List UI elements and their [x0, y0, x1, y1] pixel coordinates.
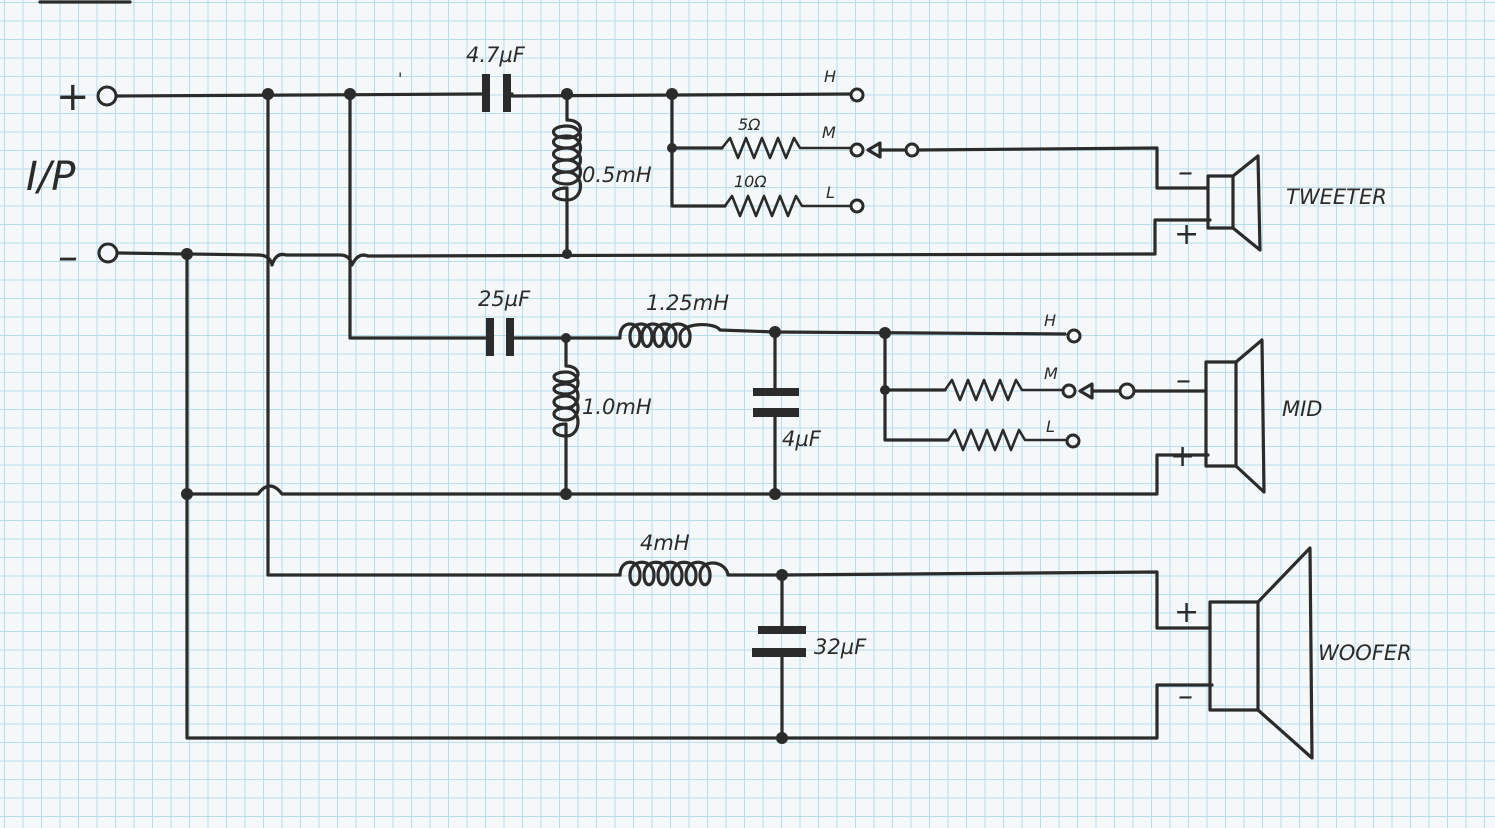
- tweeter-neg-lead: [916, 146, 1210, 190]
- woofer-series-inductor: [618, 560, 1212, 630]
- mid-plus-sign: +: [1170, 439, 1195, 474]
- mid-minus-sign: –: [1176, 363, 1191, 398]
- tweeter-atten-bus: [670, 92, 727, 208]
- woofer-inductor-label: 4mH: [640, 531, 690, 555]
- tweeter-minus-sign: –: [1178, 155, 1193, 190]
- tweeter-res-10ohm: [723, 194, 854, 218]
- mid-shunt-cap-plate-bottom: [753, 408, 799, 417]
- tweeter-capacitor: [478, 74, 514, 112]
- tweeter-label: TWEETER: [1286, 185, 1387, 209]
- tweeter-inductor-label: 0.5mH: [582, 163, 652, 187]
- plus-rail: [115, 92, 482, 98]
- mid-shunt-cap-label: 4µF: [782, 427, 822, 451]
- mid-ground-rail: [185, 453, 1210, 496]
- mid-m-label: M: [1044, 364, 1058, 383]
- mid-cap-label: 25µF: [478, 287, 531, 311]
- tweeter-selector-arrow: [866, 141, 882, 159]
- input-minus-sign: –: [58, 234, 78, 280]
- input-minus-terminal: [97, 242, 119, 264]
- ground-return: [185, 252, 1214, 740]
- woofer-speaker: [1208, 546, 1314, 760]
- tweeter-shunt-inductor: [551, 92, 583, 256]
- mid-h-label: H: [1044, 311, 1056, 330]
- tweeter-res-l-label: 10Ω: [734, 172, 767, 191]
- mid-shunt-inductor: [552, 336, 580, 496]
- input-plus-terminal: [96, 85, 118, 107]
- woofer-cap-plate-top: [758, 626, 806, 634]
- mid-series-capacitor: [480, 318, 622, 356]
- mid-tap-h: [1066, 328, 1082, 344]
- tweeter-h-label: H: [824, 67, 836, 86]
- mid-selector-arrow: [1078, 382, 1094, 400]
- woofer-cap-label: 32µF: [814, 635, 867, 659]
- mid-label: MID: [1282, 397, 1322, 421]
- tweeter-tap-l: [849, 198, 865, 214]
- woofer-cap-plate-bottom: [752, 648, 806, 657]
- tweeter-tap-h: [849, 87, 865, 103]
- mid-tap-l: [1065, 433, 1081, 449]
- woofer-plus-sign: +: [1174, 595, 1199, 630]
- mid-feed: [348, 92, 484, 340]
- mid-res-l: [946, 428, 1068, 452]
- tweeter-speaker: [1206, 154, 1262, 252]
- mid-series-inductor: [618, 322, 777, 349]
- mid-res-m: [943, 378, 1064, 402]
- tick-mark: ': [398, 69, 402, 88]
- mid-speaker: [1204, 338, 1266, 494]
- mid-l-label: L: [1046, 417, 1055, 436]
- minus-rail: [116, 218, 1212, 267]
- mid-selector-terminal: [1118, 382, 1136, 400]
- mid-shunt-inductor-label: 1.0mH: [582, 395, 652, 419]
- woofer-minus-sign: –: [1178, 679, 1193, 714]
- tweeter-res-m-label: 5Ω: [738, 115, 761, 134]
- mid-shunt-cap-plate-top: [753, 388, 799, 396]
- tweeter-l-label: L: [826, 183, 835, 202]
- woofer-label: WOOFER: [1318, 641, 1412, 665]
- mid-hot-rail: [773, 330, 1067, 336]
- mid-series-inductor-label: 1.25mH: [646, 291, 729, 315]
- mid-atten-bus: [883, 331, 950, 442]
- tweeter-plus-sign: +: [1174, 217, 1199, 252]
- mid-tap-m: [1061, 383, 1077, 399]
- tweeter-selector-terminal: [904, 142, 920, 158]
- tweeter-m-label: M: [822, 123, 836, 142]
- tweeter-tap-m: [849, 142, 865, 158]
- tweeter-res-5ohm: [720, 136, 854, 160]
- woofer-feed: [266, 92, 622, 577]
- input-plus-sign: +: [56, 74, 90, 120]
- input-label: I/P: [26, 154, 76, 200]
- tweeter-cap-label: 4.7µF: [466, 43, 526, 67]
